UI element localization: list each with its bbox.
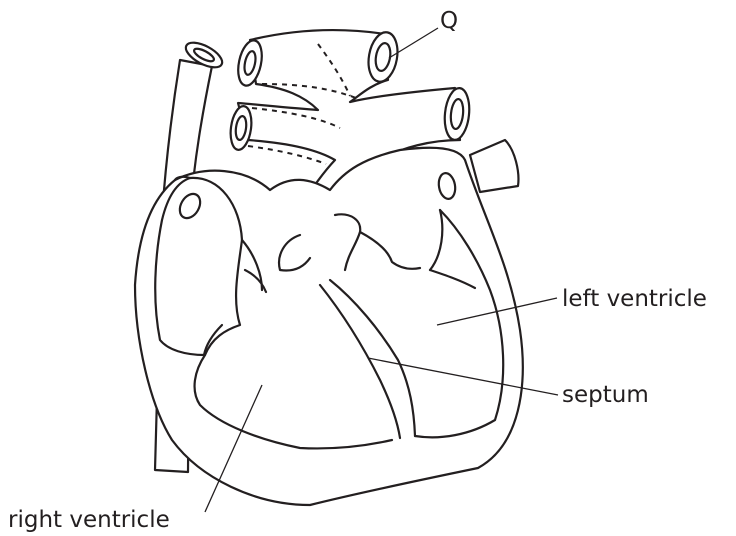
- label-septum: septum: [562, 382, 649, 408]
- pulmonary-vein: [470, 140, 518, 192]
- label-q: Q: [440, 8, 458, 34]
- label-right-ventricle: right ventricle: [8, 507, 170, 533]
- label-left-ventricle: left ventricle: [562, 286, 707, 312]
